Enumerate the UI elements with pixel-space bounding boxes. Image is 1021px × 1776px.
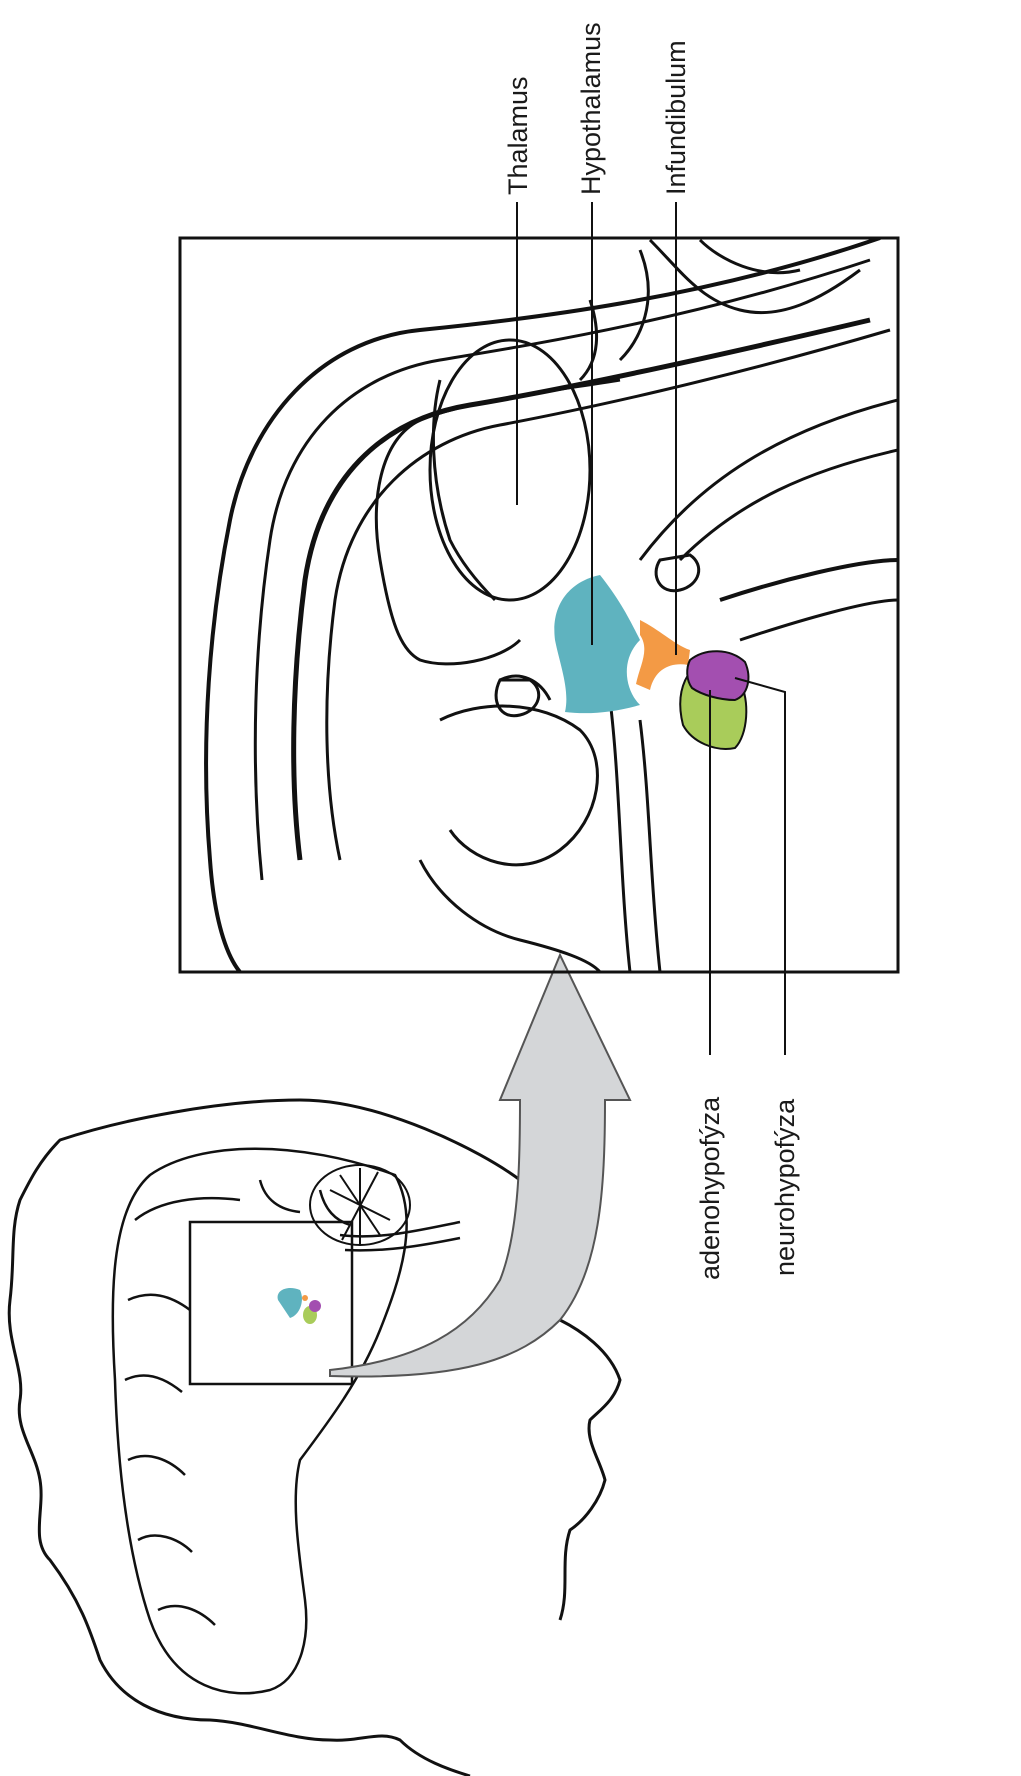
hypothalamus-region bbox=[554, 575, 640, 713]
label-infundibulum: Infundibulum bbox=[663, 40, 690, 195]
small-pituitary bbox=[278, 1288, 321, 1324]
small-brain bbox=[113, 1149, 407, 1694]
label-neurohypofyza: neurohypofýza bbox=[772, 1099, 799, 1276]
small-brainstem bbox=[340, 1222, 460, 1250]
small-inset-box bbox=[190, 1222, 352, 1384]
label-thalamus: Thalamus bbox=[505, 76, 532, 195]
label-adenohypofyza: adenohypofýza bbox=[697, 1097, 724, 1280]
large-inset bbox=[180, 238, 898, 972]
infundibulum-region bbox=[636, 620, 690, 690]
label-hypothalamus: Hypothalamus bbox=[578, 22, 605, 195]
